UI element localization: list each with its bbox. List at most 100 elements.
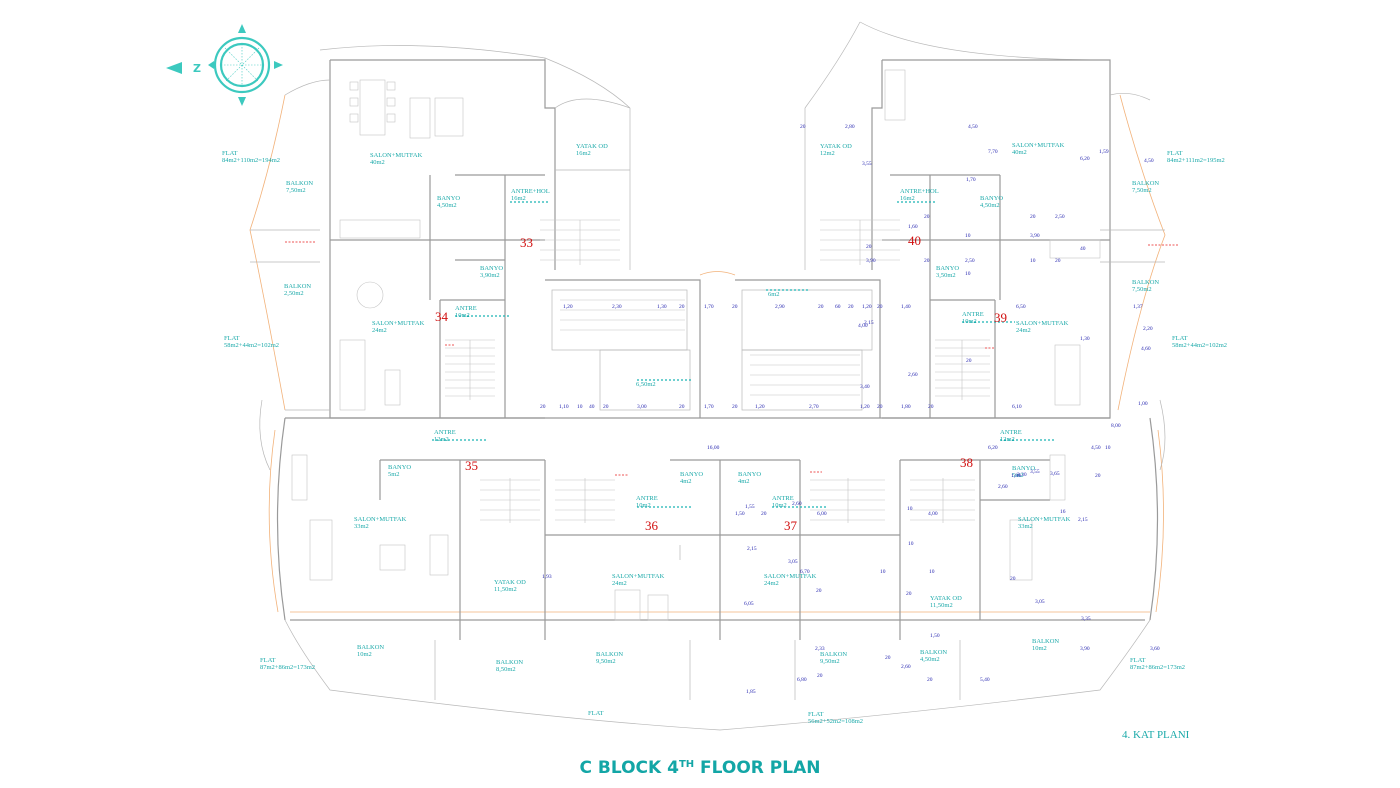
dimension-label: 40 — [1080, 246, 1086, 252]
dimension-label: 2,60 — [998, 484, 1008, 490]
room-label-line: FLAT — [222, 150, 238, 157]
room-label-line: 3,90m2 — [480, 272, 500, 279]
room-label-line: BALKON — [286, 180, 313, 187]
room-label-line: 5m2 — [388, 471, 400, 478]
dimension-label: 1,50 — [735, 511, 745, 517]
room-label-line: YATAK OD — [930, 595, 962, 602]
dimension-label: 3,55 — [1030, 469, 1040, 475]
flat-number-36: 36 — [645, 518, 659, 533]
dimension-label: 10 — [907, 506, 913, 512]
room-label-line: SALON+MUTFAK — [354, 516, 407, 523]
dimension-label: 1,30 — [1080, 336, 1090, 342]
page-title: C BLOCK 4TH FLOOR PLAN — [580, 758, 821, 778]
room-label-line: SALON+MUTFAK — [372, 320, 425, 327]
room-label-line: BANYO — [680, 471, 703, 478]
dimension-label: 1,10 — [559, 404, 569, 410]
flat-number-33: 33 — [520, 235, 533, 250]
room-label-line: 84m2+110m2=194m2 — [222, 157, 280, 164]
dimension-label: 4,00 — [928, 511, 938, 517]
dimension-label: 2,50 — [1055, 214, 1065, 220]
dimension-label: 1,40 — [901, 304, 911, 310]
room-label-line: FLAT — [260, 657, 276, 664]
room-label-line: BANYO — [936, 265, 959, 272]
dimension-label: 10 — [1105, 445, 1111, 451]
room-label-line: 10m2 — [962, 318, 977, 325]
entrance-markers — [432, 201, 1055, 508]
dimension-label: 20 — [924, 214, 930, 220]
room-label-line: FLAT — [1130, 657, 1146, 664]
room-label-line: SALON+MUTFAK — [370, 152, 423, 159]
room-label-line: SALON+MUTFAK — [1012, 142, 1065, 149]
room-label-line: 10m2 — [1032, 645, 1047, 652]
dimension-label: 20 — [816, 588, 822, 594]
room-label-line: 24m2 — [372, 327, 387, 334]
dimension-label: 6,20 — [1080, 156, 1090, 162]
dimension-label: 3,90 — [1030, 233, 1040, 239]
room-label-line: 58m2+44m2=102m2 — [224, 342, 279, 349]
room-label-r19: FLAT — [588, 710, 604, 717]
dimension-label: 3,05 — [1035, 599, 1045, 605]
dimension-label: 10 — [1030, 258, 1036, 264]
dimension-label: 1,20 — [755, 404, 765, 410]
dimension-label: 4,50 — [968, 124, 978, 130]
room-label-line: 10m2 — [636, 502, 651, 509]
dimension-label: 20 — [818, 304, 824, 310]
room-label-line: 4,50m2 — [437, 202, 457, 209]
room-label-line: 9,50m2 — [820, 658, 840, 665]
dimension-label: 10 — [908, 541, 914, 547]
room-label-line: YATAK OD — [494, 579, 526, 586]
dimension-label: 1,37 — [1133, 304, 1143, 310]
dimension-label: 2,90 — [775, 304, 785, 310]
dimension-label: 20 — [800, 124, 806, 130]
room-label-line: 16m2 — [511, 195, 526, 202]
room-label-line: BALKON — [284, 283, 311, 290]
flat-number-37: 37 — [784, 518, 798, 533]
dimension-label: 2,15 — [1078, 517, 1088, 523]
room-label-line: 33m2 — [354, 523, 369, 530]
dimension-label: 1,30 — [657, 304, 667, 310]
dimension-label: 2,70 — [809, 404, 819, 410]
room-label-line: BANYO — [1012, 465, 1035, 472]
dimension-label: 20 — [928, 404, 934, 410]
room-label-line: BANYO — [388, 464, 411, 471]
dimension-label: 1,20 — [563, 304, 573, 310]
dimension-label: 4,00 — [858, 323, 868, 329]
room-label-line: 10m2 — [357, 651, 372, 658]
room-label-line: BANYO — [738, 471, 761, 478]
dimension-label: 10 — [965, 233, 971, 239]
dimension-label: 3,65 — [1050, 471, 1060, 477]
dimension-label: 1,85 — [746, 689, 756, 695]
dimension-label: 2,60 — [792, 501, 802, 507]
interior-walls — [330, 108, 1110, 700]
room-label-line: 10m2 — [772, 502, 787, 509]
room-label-line: ANTRE — [636, 495, 658, 502]
room-label-line: 87m2+86m2=173m2 — [1130, 664, 1185, 671]
room-label-line: 16m2 — [900, 195, 915, 202]
dimension-label: 1,80 — [901, 404, 911, 410]
room-label-line: 12m2 — [434, 436, 449, 443]
dimension-label: 3,00 — [637, 404, 647, 410]
dimension-label: 20 — [848, 304, 854, 310]
room-label-line: 10m2 — [455, 312, 470, 319]
room-label-line: BALKON — [496, 659, 523, 666]
dimension-label: 60 — [835, 304, 841, 310]
room-label-line: 4,50m2 — [920, 656, 940, 663]
